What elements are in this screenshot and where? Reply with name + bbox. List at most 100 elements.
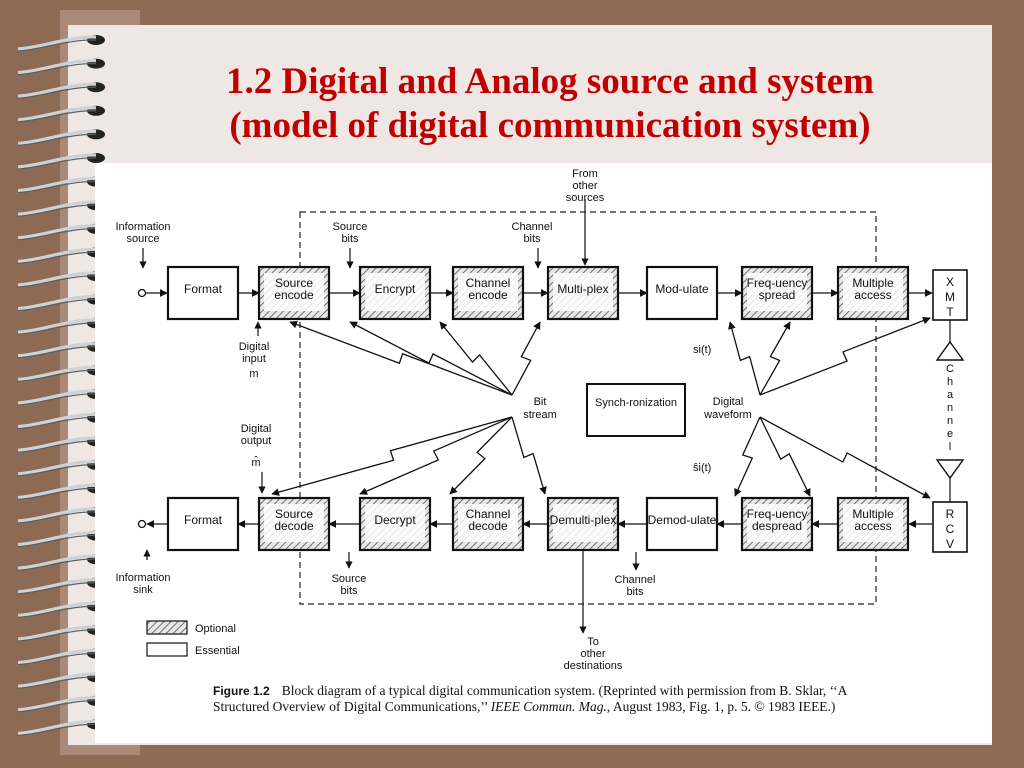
rcv-r: R [946, 507, 955, 521]
spiral-ring [17, 719, 97, 735]
spiral-ring [17, 412, 97, 429]
spiral-ring [17, 58, 97, 75]
source-terminal [137, 288, 147, 298]
spiral-ring-shadow [17, 86, 97, 99]
digital-waveform-tx-ray [728, 321, 761, 396]
spiral-ring-shadow [17, 369, 97, 382]
spiral-ring-shadow [17, 322, 97, 335]
spiral-ring [17, 318, 97, 334]
spiral-ring [17, 696, 97, 712]
spiral-binding [17, 35, 105, 736]
bit-stream-tx-ray [439, 321, 513, 396]
bit-stream-tx-ray [511, 321, 541, 396]
spiral-ring [17, 578, 97, 594]
spiral-ring-shadow [17, 582, 97, 595]
spiral-ring [17, 342, 97, 358]
synchronization-label: Synch-ronization [595, 397, 677, 409]
si-hat-t-label: ŝi(t) [693, 462, 711, 474]
tx-block-label: Format [184, 282, 223, 296]
spiral-ring-shadow [17, 416, 97, 430]
rx-block-label: Demulti-plex [550, 513, 617, 527]
digital-output-symbol: m̂ [251, 455, 260, 469]
rx-antenna-icon [935, 459, 965, 480]
spiral-ring-shadow [17, 133, 97, 146]
spiral-ring [17, 247, 97, 263]
tx-block-multi-plex: Multi-plex [546, 265, 620, 321]
rx-block-demulti-plex: Demulti-plex [546, 496, 620, 552]
spiral-ring-shadow [17, 605, 97, 618]
digital-waveform-rx-ray [759, 416, 931, 499]
bit-stream-rx-ray [511, 416, 547, 495]
tx-antenna-icon [935, 340, 965, 361]
bit-stream-rx-ray [449, 416, 513, 495]
digital-input-symbol: m [249, 368, 258, 380]
rx-block-label: Decrypt [374, 513, 416, 527]
spiral-ring-shadow [17, 204, 97, 217]
digital-waveform-tx-ray [759, 321, 791, 396]
scanned-figure [95, 163, 992, 743]
spiral-ring [17, 82, 97, 98]
spiral-ring-shadow [17, 275, 97, 288]
digital-waveform-rx-ray [734, 416, 761, 497]
spiral-ring-shadow [17, 629, 97, 642]
bit-stream-tx-ray [289, 320, 513, 396]
system-boundary [299, 211, 877, 605]
spiral-ring-shadow [17, 511, 97, 524]
sink-terminal [137, 519, 147, 529]
caption-tail: , August 1983, Fig. 1, p. 5. © 1983 IEEE… [606, 699, 836, 714]
spiral-ring [17, 601, 97, 617]
slide-title: 1.2 Digital and Analog source and system… [70, 60, 1024, 148]
digital-waveform-tx-ray [759, 316, 931, 396]
rcv-c: C [946, 522, 955, 536]
digital-waveform-rx-ray [759, 416, 811, 497]
spiral-ring-shadow [17, 676, 97, 689]
tx-block-mod-ulate: Mod-ulate [645, 265, 719, 321]
caption-figure-label: Figure 1.2 [213, 684, 270, 698]
synchronization-box [586, 383, 686, 437]
spiral-ring [17, 530, 97, 547]
caption-text: Block diagram of a typical digital commu… [213, 683, 847, 714]
rx-block-label: Format [184, 513, 223, 527]
spiral-ring [17, 106, 97, 122]
spiral-ring [17, 436, 97, 452]
spiral-ring [17, 625, 97, 641]
rx-block-format: Format [166, 496, 240, 552]
spiral-ring [17, 153, 97, 169]
spiral-ring-shadow [17, 700, 97, 713]
tx-block-encrypt: Encrypt [358, 265, 432, 321]
spiral-ring-shadow [17, 652, 97, 666]
xmt-m: M [945, 290, 955, 304]
spiral-ring [17, 35, 97, 51]
tx-block-format: Format [166, 265, 240, 321]
title-line-1: 1.2 Digital and Analog source and system [226, 61, 874, 102]
tx-block-label: Mod-ulate [655, 282, 709, 296]
spiral-ring-shadow [17, 180, 97, 194]
xmt-t: T [946, 305, 954, 319]
spiral-ring [17, 129, 97, 145]
bit-stream-rx-ray [359, 416, 513, 495]
rcv-v: V [946, 537, 954, 551]
spiral-ring [17, 460, 97, 476]
bit-stream-tx-ray [349, 321, 513, 396]
spiral-ring [17, 271, 97, 287]
spiral-ring-shadow [17, 534, 97, 548]
spiral-ring-shadow [17, 298, 97, 312]
